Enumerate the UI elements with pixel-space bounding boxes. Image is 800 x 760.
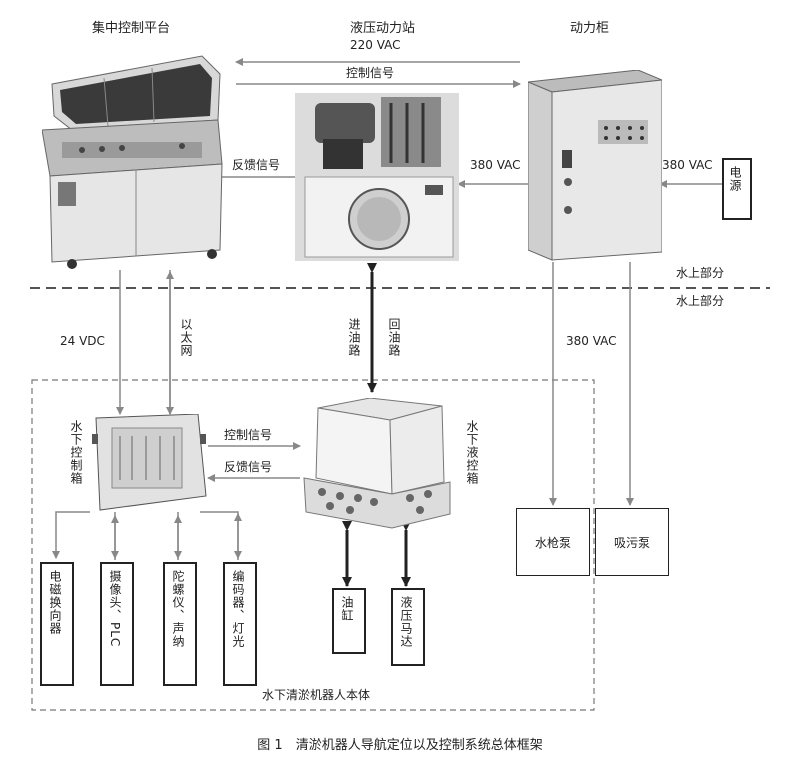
oil-cylinder-label: 油缸 bbox=[340, 596, 354, 622]
solenoid-valve-box: 电磁换向器 bbox=[40, 562, 74, 686]
power-cabinet-label: 动力柜 bbox=[570, 21, 610, 36]
hydraulic-motor-box: 液压马达 bbox=[391, 588, 425, 666]
v380-right-label: 380 VAC bbox=[662, 158, 713, 172]
hydraulic-station-image bbox=[295, 93, 459, 261]
water-gun-pump-label: 水枪泵 bbox=[534, 535, 571, 550]
underwater-control-box-image bbox=[92, 414, 207, 511]
gyro-sonar-label: 陀螺仪、声纳 bbox=[171, 570, 185, 648]
camera-plc-box: 摄像头、PLC bbox=[100, 562, 134, 686]
dc24-label: 24 VDC bbox=[60, 334, 105, 348]
power-source-label: 电源 bbox=[728, 166, 742, 192]
control-signal-top-label: 控制信号 bbox=[346, 66, 395, 80]
ethernet-label: 以太网 bbox=[179, 318, 193, 357]
figure-caption: 图 1 清淤机器人导航定位以及控制系统总体框架 bbox=[257, 738, 543, 753]
power-cabinet-image bbox=[528, 70, 662, 261]
gyro-sonar-box: 陀螺仪、声纳 bbox=[163, 562, 197, 686]
control-signal-mid-label: 控制信号 bbox=[224, 428, 273, 442]
below-water-label: 水上部分 bbox=[676, 294, 725, 308]
underwater-control-box-label: 水下控制箱 bbox=[69, 420, 83, 485]
oil-return-label: 回油路 bbox=[387, 318, 401, 357]
water-gun-pump-box: 水枪泵 bbox=[516, 508, 590, 576]
control-platform-image bbox=[42, 55, 223, 269]
encoder-light-box: 编码器、灯光 bbox=[223, 562, 257, 686]
above-water-label: 水上部分 bbox=[676, 266, 725, 280]
oil-in-label: 进油路 bbox=[347, 318, 361, 357]
underwater-hydraulic-box-image bbox=[303, 398, 451, 529]
robot-body-label: 水下清淤机器人本体 bbox=[262, 688, 371, 702]
v380-left-label: 380 VAC bbox=[470, 158, 521, 172]
feedback-signal-mid-label: 反馈信号 bbox=[224, 460, 273, 474]
solenoid-valve-label: 电磁换向器 bbox=[48, 570, 62, 635]
control-platform-label: 集中控制平台 bbox=[92, 21, 171, 36]
suction-pump-label: 吸污泵 bbox=[613, 535, 650, 550]
camera-plc-label: 摄像头、PLC bbox=[108, 570, 122, 648]
hydraulic-station-voltage: 220 VAC bbox=[350, 38, 401, 52]
hydraulic-station-label: 液压动力站 bbox=[350, 21, 416, 36]
power-source-box: 电源 bbox=[722, 158, 752, 220]
feedback-signal-top-label: 反馈信号 bbox=[232, 158, 281, 172]
suction-pump-box: 吸污泵 bbox=[595, 508, 669, 576]
v380-down-label: 380 VAC bbox=[566, 334, 617, 348]
encoder-light-label: 编码器、灯光 bbox=[231, 570, 245, 648]
underwater-hydraulic-box-label: 水下液控箱 bbox=[465, 420, 479, 485]
hydraulic-motor-label: 液压马达 bbox=[399, 596, 413, 648]
oil-cylinder-box: 油缸 bbox=[332, 588, 366, 654]
robot-body-boundary bbox=[31, 379, 595, 711]
